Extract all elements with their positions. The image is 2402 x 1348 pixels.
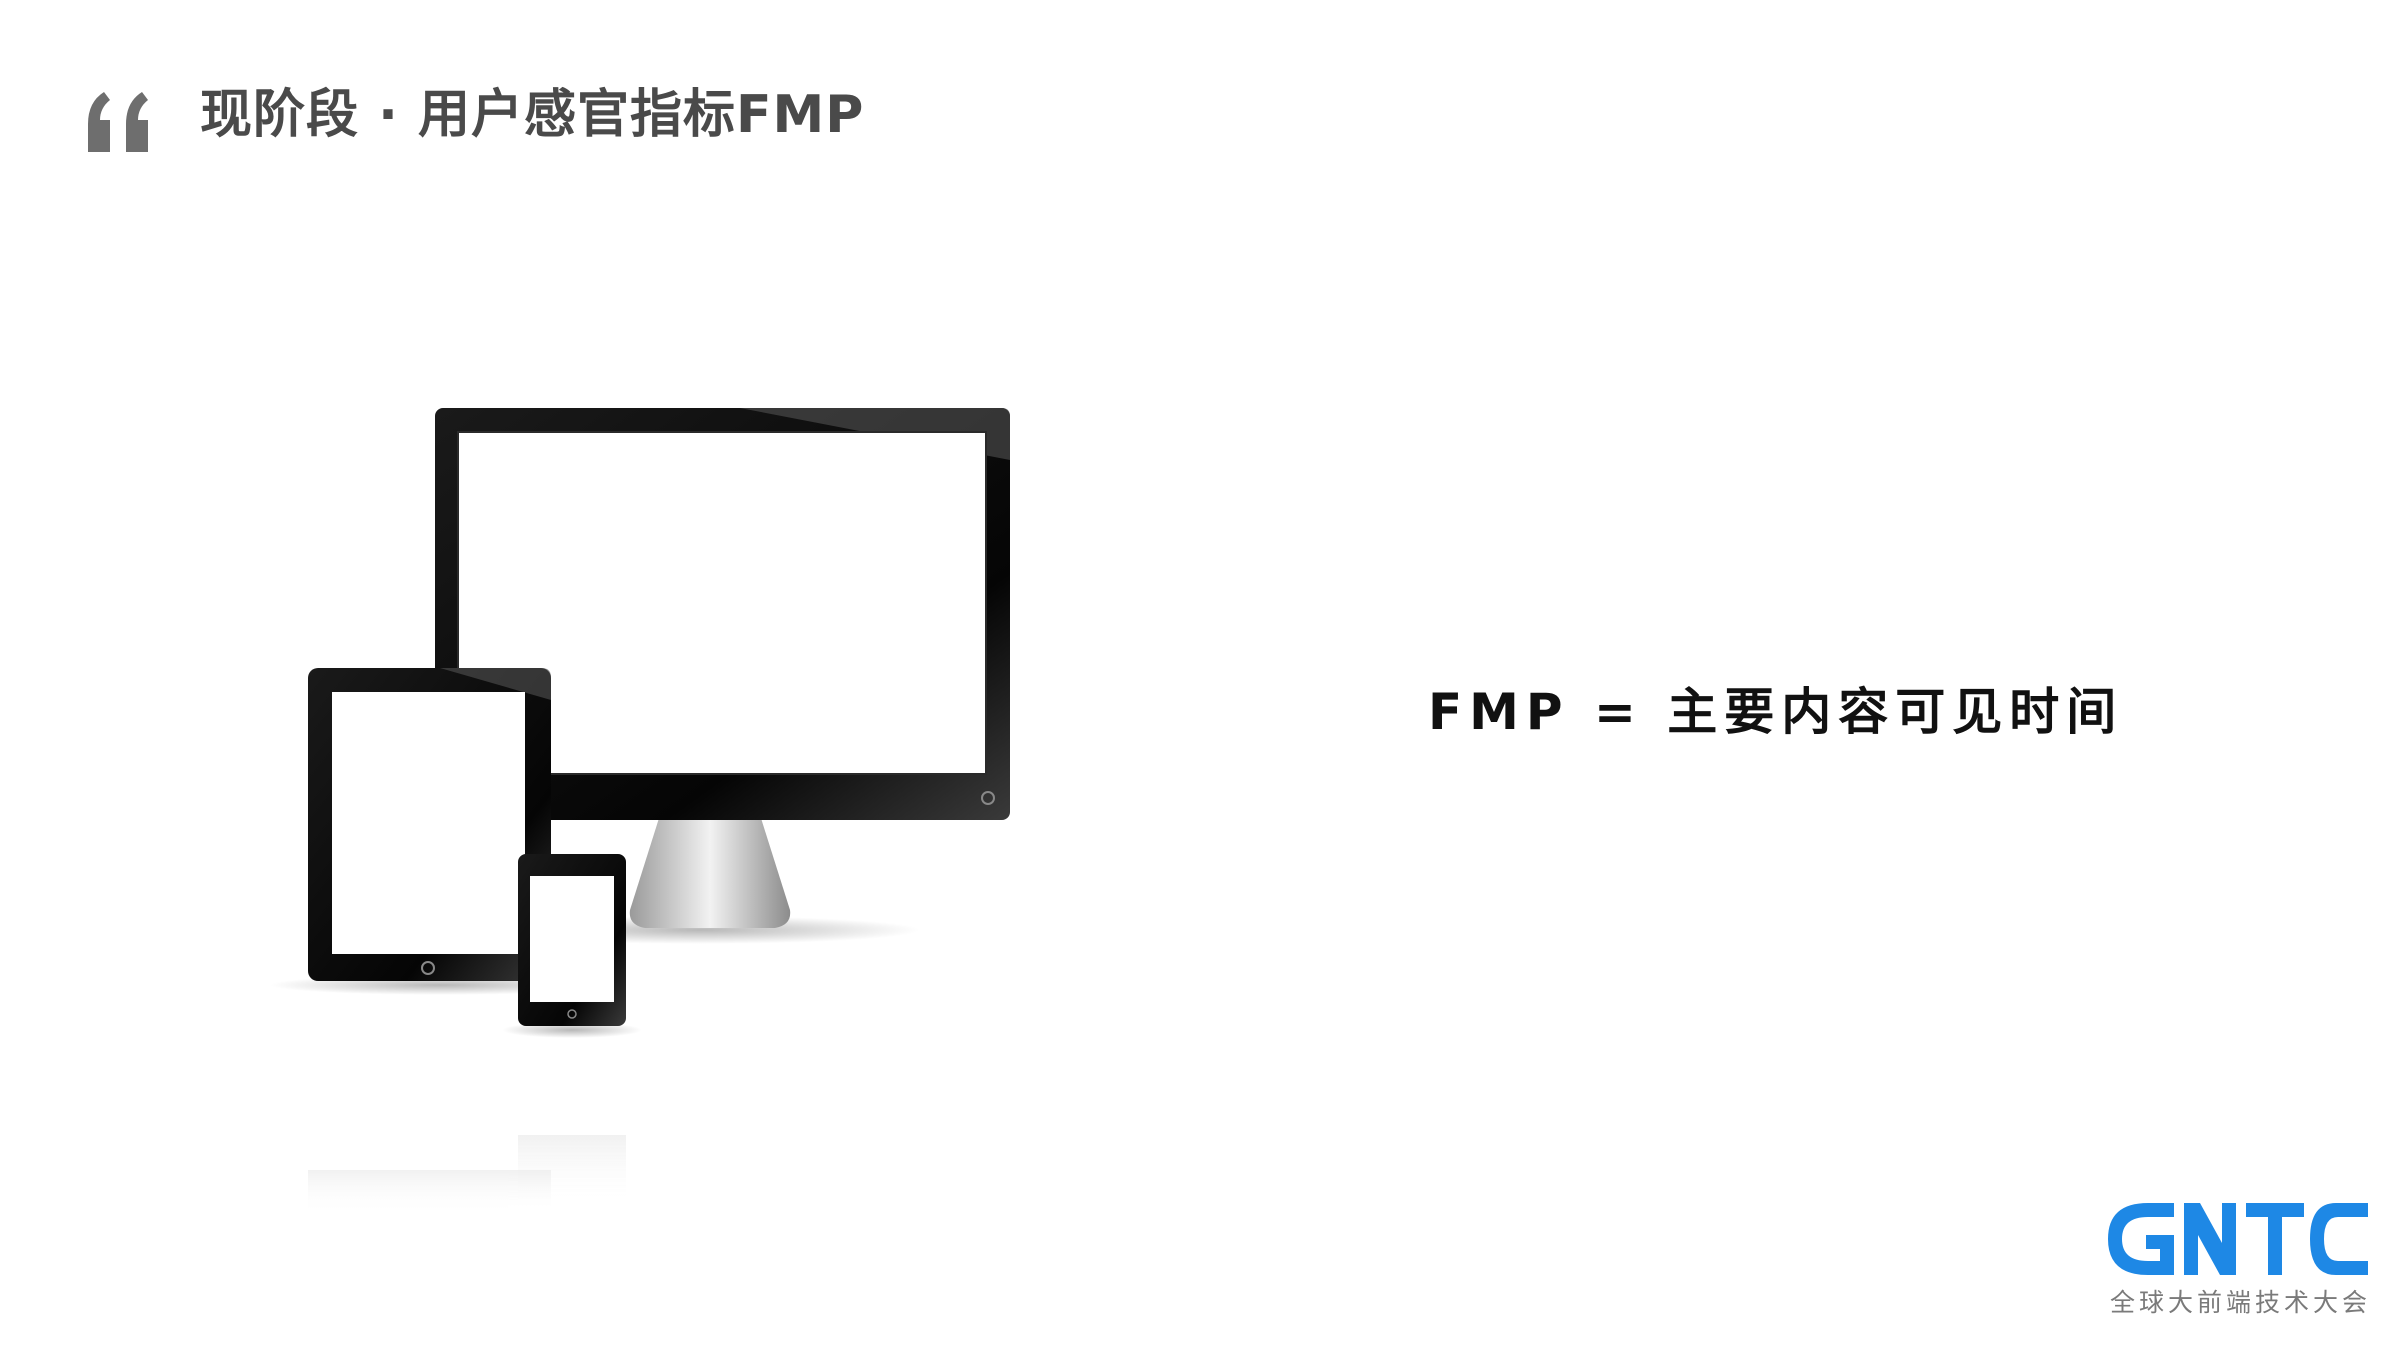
page-title: 现阶段 · 用户感官指标FMP (200, 85, 865, 145)
gmtc-logo (2108, 1203, 2368, 1275)
quote-mark-icon (88, 92, 148, 152)
devices-reflection (308, 1135, 626, 1215)
desktop-monitor-icon (435, 408, 1010, 944)
logo-subtitle: 全球大前端技术大会 (2110, 1288, 2372, 1317)
fmp-formula: FMP = 主要内容可见时间 (1428, 683, 2124, 741)
gmtc-wordmark-icon (2108, 1203, 2368, 1275)
phone-icon (502, 854, 642, 1038)
devices-illustration (270, 408, 1010, 1215)
